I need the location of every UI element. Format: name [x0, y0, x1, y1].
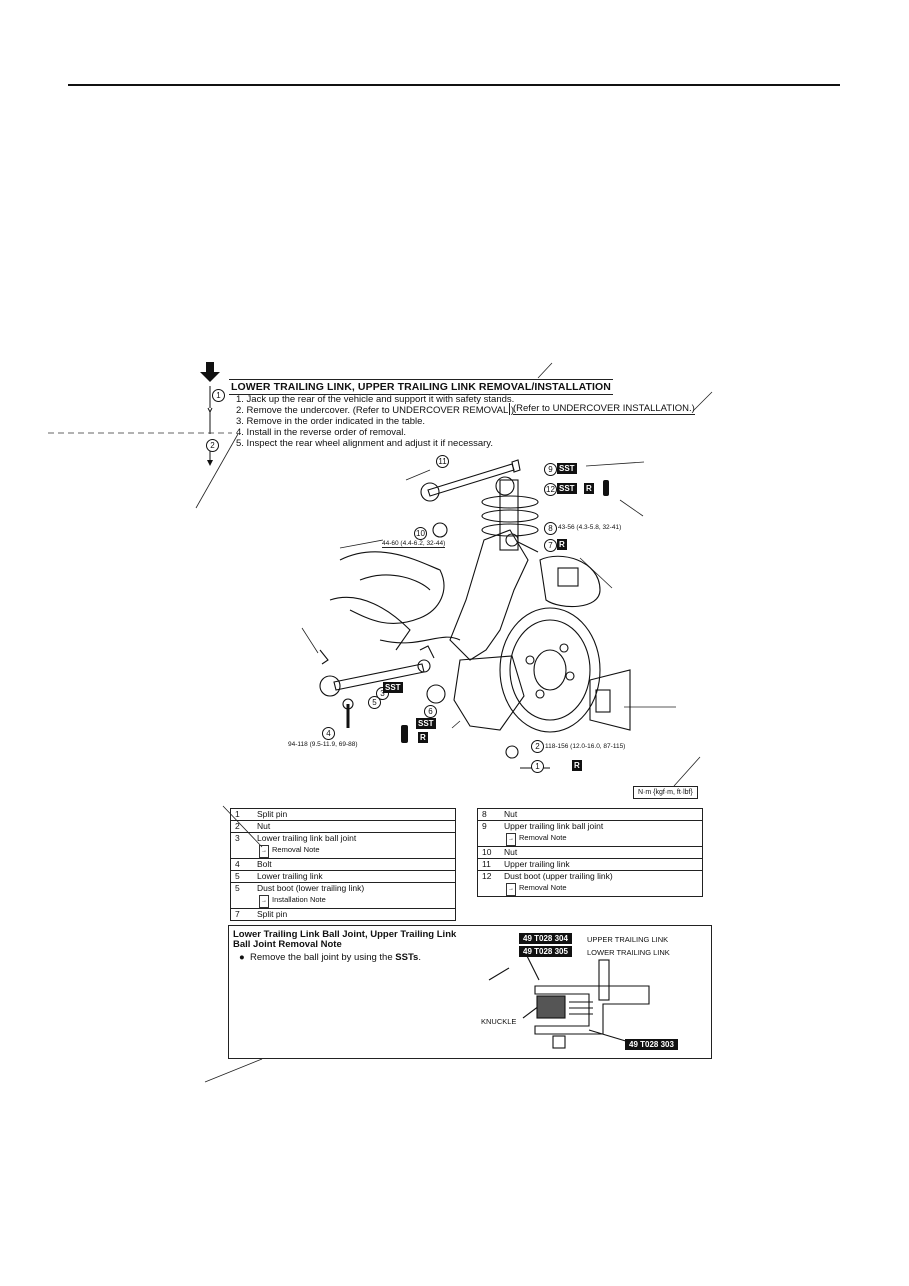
step-1: 1. Jack up the rear of the vehicle and s… — [236, 394, 515, 405]
callout-5: 5 — [368, 696, 381, 709]
callout-11: 11 — [436, 455, 449, 468]
step-5: 5. Inspect the rear wheel alignment and … — [236, 438, 493, 449]
torque-nut-2: 118-156 (12.0-16.0, 87-115) — [545, 743, 626, 750]
note-bullet: ● Remove the ball joint by using the SST… — [239, 952, 421, 963]
removal-note-link[interactable]: Removal Note — [519, 833, 567, 842]
ball-joint-puller-diagram — [488, 955, 650, 1049]
sst-label-lower: LOWER TRAILING LINK — [587, 948, 670, 957]
torque-bolt-4: 94-118 (9.5-11.9, 69-88) — [288, 741, 358, 748]
callout-12: 12 — [544, 483, 557, 496]
bullet-icon: ● — [239, 952, 251, 963]
note-ref-icon: → — [506, 883, 516, 896]
note-box-title: Lower Trailing Link Ball Joint, Upper Tr… — [233, 929, 457, 950]
torque-nut-8: 43-56 (4.3-5.8, 32-41) — [558, 524, 622, 531]
procedure-title: LOWER TRAILING LINK, UPPER TRAILING LINK… — [229, 379, 613, 395]
callout-6: 6 — [424, 705, 437, 718]
step-2: 2. Remove the undercover. (Refer to UNDE… — [236, 405, 515, 416]
sst-code-upper: 49 T028 304 — [519, 933, 572, 944]
callout-2: 2 — [531, 740, 544, 753]
removal-note-link[interactable]: Removal Note — [272, 845, 320, 854]
sst-label-upper: UPPER TRAILING LINK — [587, 935, 669, 944]
note-ref-icon: → — [259, 845, 269, 858]
note-ref-icon: → — [506, 833, 516, 846]
r-badge-6: R — [418, 732, 428, 743]
sst-badge-9: SST — [557, 463, 577, 474]
callout-1: 1 — [531, 760, 544, 773]
knuckle-label: KNUCKLE — [481, 1017, 517, 1026]
sst-badge-6: SST — [416, 718, 436, 729]
undercover-install-ref: (Refer to UNDERCOVER INSTALLATION.) — [509, 403, 695, 415]
callout-10: 10 — [414, 527, 427, 540]
sst-code-tool: 49 T028 303 — [625, 1039, 678, 1050]
flow-step-2: 2 — [206, 439, 219, 452]
r-badge-1: R — [572, 760, 582, 771]
procedure-steps: 1. Jack up the rear of the vehicle and s… — [236, 394, 514, 449]
callout-9: 9 — [544, 463, 557, 476]
flow-step-1: 1 — [212, 389, 225, 402]
r-badge-12: R — [584, 483, 594, 494]
header-rule — [68, 84, 840, 86]
callout-7: 7 — [544, 539, 557, 552]
callout-8: 8 — [544, 522, 557, 535]
sst-badge-12: SST — [557, 483, 577, 494]
torque-nut-10: 44-60 (4.4-6.2, 32-44) — [382, 540, 446, 548]
step-4: 4. Install in the reverse order of remov… — [236, 427, 407, 438]
step-3: 3. Remove in the order indicated in the … — [236, 416, 426, 427]
r-badge-7: R — [557, 539, 567, 550]
suspension-exploded-diagram — [319, 459, 631, 769]
note-ref-icon: → — [259, 895, 269, 908]
sst-code-lower: 49 T028 305 — [519, 946, 572, 957]
removal-note-link[interactable]: Removal Note — [519, 883, 567, 892]
torque-units-box: N·m {kgf·m, ft·lbf} — [633, 786, 698, 799]
removal-note-box: Lower Trailing Link Ball Joint, Upper Tr… — [228, 925, 712, 1059]
sst-badge-3: SST — [383, 682, 403, 693]
installation-note-link[interactable]: Installation Note — [272, 895, 326, 904]
callout-4: 4 — [322, 727, 335, 740]
